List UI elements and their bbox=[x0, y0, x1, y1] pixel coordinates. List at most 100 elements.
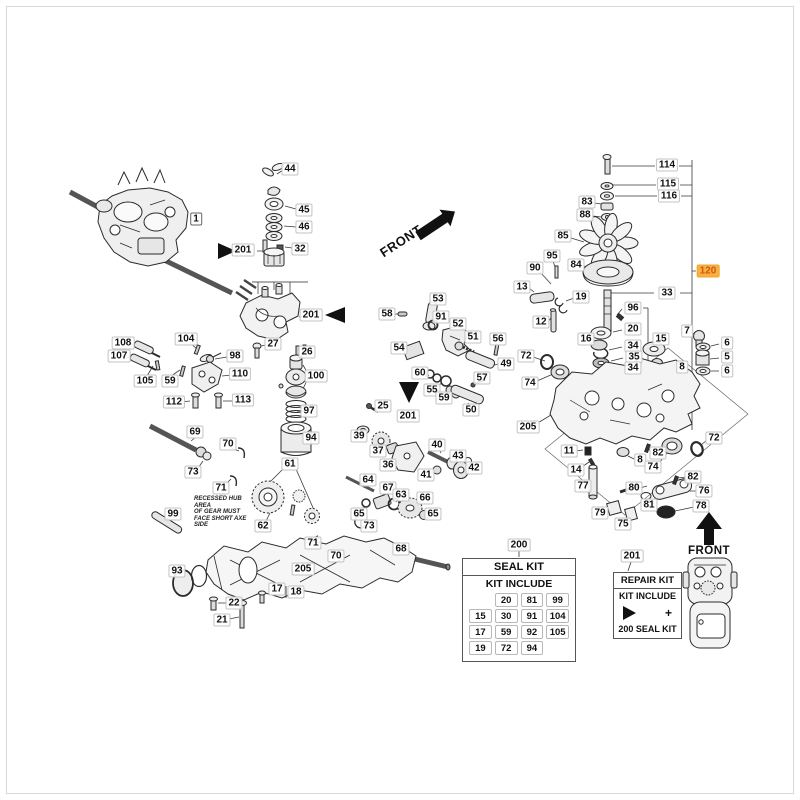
part-label-6[interactable]: 6 bbox=[721, 364, 733, 378]
seal-kit-cell[interactable]: 72 bbox=[494, 641, 518, 655]
part-label-22[interactable]: 22 bbox=[225, 596, 243, 610]
part-label-82[interactable]: 82 bbox=[684, 470, 702, 484]
part-label-66[interactable]: 66 bbox=[416, 491, 434, 505]
part-label-99[interactable]: 99 bbox=[164, 507, 182, 521]
part-label-54[interactable]: 54 bbox=[390, 341, 408, 355]
part-label-5[interactable]: 5 bbox=[721, 350, 733, 364]
seal-kit-cell[interactable]: 92 bbox=[520, 625, 544, 639]
part-label-20[interactable]: 20 bbox=[624, 322, 642, 336]
seal-kit-cell[interactable]: 104 bbox=[546, 609, 569, 623]
part-label-42[interactable]: 42 bbox=[465, 461, 483, 475]
part-label-68[interactable]: 68 bbox=[392, 542, 410, 556]
part-label-205[interactable]: 205 bbox=[516, 420, 540, 434]
part-label-114[interactable]: 114 bbox=[655, 158, 679, 172]
part-label-65[interactable]: 65 bbox=[424, 507, 442, 521]
part-label-40[interactable]: 40 bbox=[428, 438, 446, 452]
part-label-71[interactable]: 71 bbox=[304, 536, 322, 550]
part-label-7[interactable]: 7 bbox=[681, 324, 693, 338]
part-label-112[interactable]: 112 bbox=[162, 395, 186, 409]
part-label-16[interactable]: 16 bbox=[577, 332, 595, 346]
part-label-110[interactable]: 110 bbox=[228, 367, 252, 381]
part-label-97[interactable]: 97 bbox=[300, 404, 318, 418]
part-label-39[interactable]: 39 bbox=[350, 429, 368, 443]
seal-kit-cell[interactable]: 94 bbox=[520, 641, 544, 655]
part-label-13[interactable]: 13 bbox=[513, 280, 531, 294]
part-label-44[interactable]: 44 bbox=[281, 162, 299, 176]
part-label-60[interactable]: 60 bbox=[411, 366, 429, 380]
part-label-17[interactable]: 17 bbox=[268, 582, 286, 596]
part-label-70[interactable]: 70 bbox=[327, 549, 345, 563]
part-label-71[interactable]: 71 bbox=[212, 481, 230, 495]
part-label-36[interactable]: 36 bbox=[379, 458, 397, 472]
part-label-11[interactable]: 11 bbox=[560, 444, 578, 458]
seal-kit-cell[interactable]: 20 bbox=[494, 593, 518, 607]
seal-kit-cell[interactable]: 81 bbox=[520, 593, 544, 607]
part-label-73[interactable]: 73 bbox=[360, 519, 378, 533]
part-label-72[interactable]: 72 bbox=[705, 431, 723, 445]
part-label-57[interactable]: 57 bbox=[473, 371, 491, 385]
part-label-98[interactable]: 98 bbox=[226, 349, 244, 363]
part-label-63[interactable]: 63 bbox=[392, 488, 410, 502]
part-label-19[interactable]: 19 bbox=[572, 290, 590, 304]
part-label-201[interactable]: 201 bbox=[231, 243, 255, 257]
part-label-201[interactable]: 201 bbox=[620, 549, 644, 563]
part-label-25[interactable]: 25 bbox=[374, 399, 392, 413]
seal-kit-cell[interactable] bbox=[469, 593, 492, 605]
part-label-49[interactable]: 49 bbox=[497, 357, 515, 371]
seal-kit-cell[interactable]: 19 bbox=[469, 641, 492, 655]
part-label-107[interactable]: 107 bbox=[107, 349, 131, 363]
part-label-100[interactable]: 100 bbox=[304, 369, 328, 383]
part-label-6[interactable]: 6 bbox=[721, 336, 733, 350]
part-label-21[interactable]: 21 bbox=[213, 613, 231, 627]
part-label-78[interactable]: 78 bbox=[692, 499, 710, 513]
seal-kit-cell[interactable]: 17 bbox=[469, 625, 492, 639]
seal-kit-cell[interactable]: 15 bbox=[469, 609, 492, 623]
part-label-37[interactable]: 37 bbox=[369, 444, 387, 458]
seal-kit-cell[interactable]: 105 bbox=[546, 625, 569, 639]
part-label-27[interactable]: 27 bbox=[264, 337, 282, 351]
seal-kit-cell[interactable]: 91 bbox=[520, 609, 544, 623]
part-label-108[interactable]: 108 bbox=[111, 336, 135, 350]
seal-kit-cell[interactable] bbox=[546, 641, 569, 653]
part-label-15[interactable]: 15 bbox=[652, 332, 670, 346]
part-label-12[interactable]: 12 bbox=[532, 315, 550, 329]
seal-kit-cell[interactable]: 59 bbox=[494, 625, 518, 639]
part-label-41[interactable]: 41 bbox=[417, 468, 435, 482]
part-label-94[interactable]: 94 bbox=[302, 431, 320, 445]
part-label-120[interactable]: 120 bbox=[696, 264, 720, 278]
part-label-81[interactable]: 81 bbox=[640, 498, 658, 512]
part-label-95[interactable]: 95 bbox=[543, 249, 561, 263]
part-label-69[interactable]: 69 bbox=[186, 425, 204, 439]
part-label-91[interactable]: 91 bbox=[432, 310, 450, 324]
part-label-77[interactable]: 77 bbox=[574, 479, 592, 493]
part-label-59[interactable]: 59 bbox=[435, 391, 453, 405]
part-label-72[interactable]: 72 bbox=[517, 349, 535, 363]
part-label-53[interactable]: 53 bbox=[429, 292, 447, 306]
part-label-51[interactable]: 51 bbox=[464, 330, 482, 344]
part-label-26[interactable]: 26 bbox=[298, 345, 316, 359]
part-label-46[interactable]: 46 bbox=[295, 220, 313, 234]
part-label-61[interactable]: 61 bbox=[281, 457, 299, 471]
seal-kit-cell[interactable]: 99 bbox=[546, 593, 569, 607]
part-label-33[interactable]: 33 bbox=[658, 286, 676, 300]
part-label-116[interactable]: 116 bbox=[657, 189, 681, 203]
part-label-58[interactable]: 58 bbox=[378, 307, 396, 321]
part-label-32[interactable]: 32 bbox=[291, 242, 309, 256]
part-label-205[interactable]: 205 bbox=[291, 562, 315, 576]
part-label-65[interactable]: 65 bbox=[350, 507, 368, 521]
part-label-79[interactable]: 79 bbox=[591, 506, 609, 520]
part-label-76[interactable]: 76 bbox=[695, 484, 713, 498]
part-label-8[interactable]: 8 bbox=[676, 360, 688, 374]
part-label-34[interactable]: 34 bbox=[624, 361, 642, 375]
part-label-74[interactable]: 74 bbox=[644, 460, 662, 474]
part-label-83[interactable]: 83 bbox=[578, 195, 596, 209]
part-label-200[interactable]: 200 bbox=[507, 538, 531, 552]
part-label-82[interactable]: 82 bbox=[649, 446, 667, 460]
part-label-64[interactable]: 64 bbox=[359, 473, 377, 487]
seal-kit-cell[interactable]: 30 bbox=[494, 609, 518, 623]
part-label-84[interactable]: 84 bbox=[567, 258, 585, 272]
part-label-105[interactable]: 105 bbox=[133, 374, 157, 388]
part-label-56[interactable]: 56 bbox=[489, 332, 507, 346]
part-label-8[interactable]: 8 bbox=[634, 453, 646, 467]
part-label-113[interactable]: 113 bbox=[231, 393, 255, 407]
